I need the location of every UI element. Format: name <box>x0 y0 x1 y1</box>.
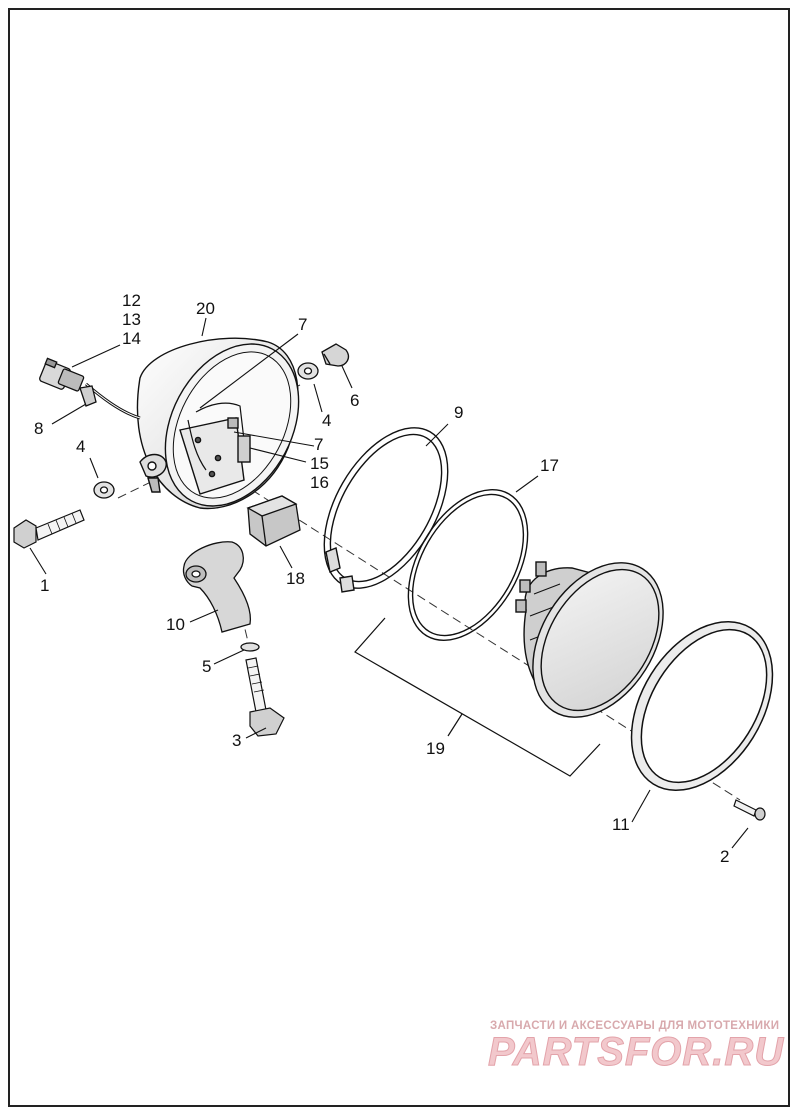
leader-lines <box>29 317 749 849</box>
callout-4-lower: 4 <box>76 437 85 456</box>
acorn-nut-part-6 <box>321 343 350 367</box>
callout-1: 1 <box>40 576 49 595</box>
wire-connector-part-12-13-14 <box>39 357 141 420</box>
washer-part-4-upper <box>297 362 319 380</box>
callout-6: 6 <box>350 391 359 410</box>
watermark-brand-logo: PARTSFOR.RU <box>488 1030 785 1075</box>
mount-bracket-part-10 <box>182 541 252 633</box>
trim-ring-part-11 <box>630 620 774 792</box>
callout-15: 15 <box>310 454 329 473</box>
callout-9: 9 <box>454 403 463 422</box>
callout-5: 5 <box>202 657 211 676</box>
callout-19-bracket <box>354 617 601 777</box>
bolt-part-3 <box>245 657 285 737</box>
long-bolt-part-1 <box>13 509 85 549</box>
callout-19: 19 <box>426 739 445 758</box>
callout-16: 16 <box>310 473 329 492</box>
callout-14: 14 <box>122 329 141 348</box>
retaining-ring-part-9 <box>323 427 449 593</box>
watermark-tagline: ЗАПЧАСТИ И АКСЕССУАРЫ ДЛЯ МОТОТЕХНИКИ <box>490 1020 780 1032</box>
callout-2: 2 <box>720 847 729 866</box>
lock-washer-part-5 <box>240 642 260 652</box>
callout-3: 3 <box>232 731 241 750</box>
callout-4-upper: 4 <box>322 411 331 430</box>
callout-18: 18 <box>286 569 305 588</box>
callout-17: 17 <box>540 456 559 475</box>
led-headlamp-unit-part-19 <box>515 561 664 718</box>
gasket-ring-part-17 <box>407 489 529 641</box>
callout-7-lower: 7 <box>314 435 323 454</box>
diagram-frame <box>8 8 790 1107</box>
rubber-block-part-18 <box>246 495 301 547</box>
wire-clip-part-8 <box>79 385 97 407</box>
screw-part-2 <box>733 799 766 821</box>
callout-8: 8 <box>34 419 43 438</box>
callout-labels: 12 13 14 20 7 6 4 8 4 7 15 16 9 17 1 18 … <box>34 291 729 866</box>
callout-7-upper: 7 <box>298 315 307 334</box>
callout-20: 20 <box>196 299 215 318</box>
headlamp-shell-part-20 <box>136 337 300 510</box>
washer-part-4-lower <box>93 481 115 499</box>
callout-10: 10 <box>166 615 185 634</box>
callout-13: 13 <box>122 310 141 329</box>
callout-12: 12 <box>122 291 141 310</box>
callout-11: 11 <box>612 815 630 834</box>
